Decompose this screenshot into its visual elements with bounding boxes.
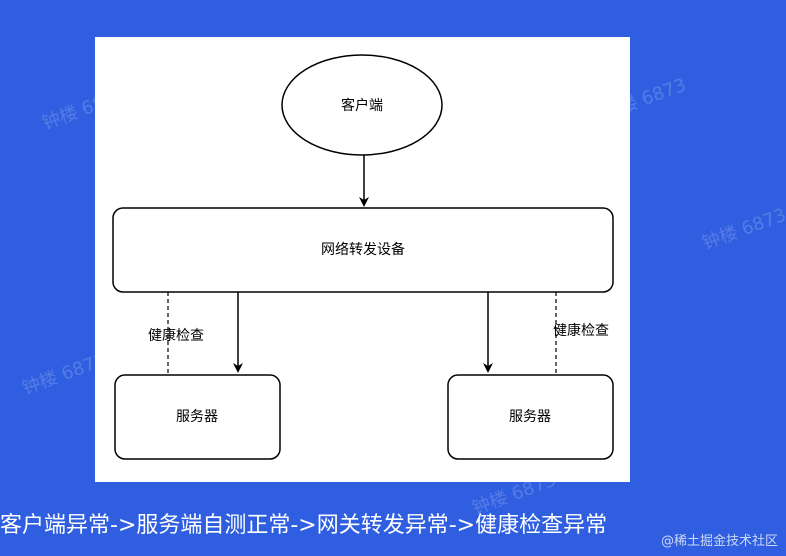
gateway-node (112, 207, 614, 293)
gateway-label: 网络转发设备 (321, 241, 405, 258)
footer-credit: @稀土掘金技术社区 (660, 534, 778, 549)
server-left-node (114, 374, 281, 460)
client-label: 客户端 (341, 97, 383, 114)
diagram-svg: 客户端 网络转发设备 健康检查 健康检查 服务器 服务器 (112, 54, 614, 460)
server-left-label: 服务器 (176, 409, 218, 425)
health-check-left-label: 健康检查 (148, 327, 204, 344)
diagram-canvas: 客户端 网络转发设备 健康检查 健康检查 服务器 服务器 (95, 37, 630, 482)
client-node (281, 54, 443, 156)
watermark-3: 钟楼 6873 (699, 204, 786, 255)
caption-text: 客户端异常->服务端自测正常->网关转发异常->健康检查异常 (0, 513, 608, 538)
server-right-node (447, 374, 614, 460)
server-right-label: 服务器 (509, 409, 551, 425)
health-check-right-label: 健康检查 (553, 322, 609, 339)
